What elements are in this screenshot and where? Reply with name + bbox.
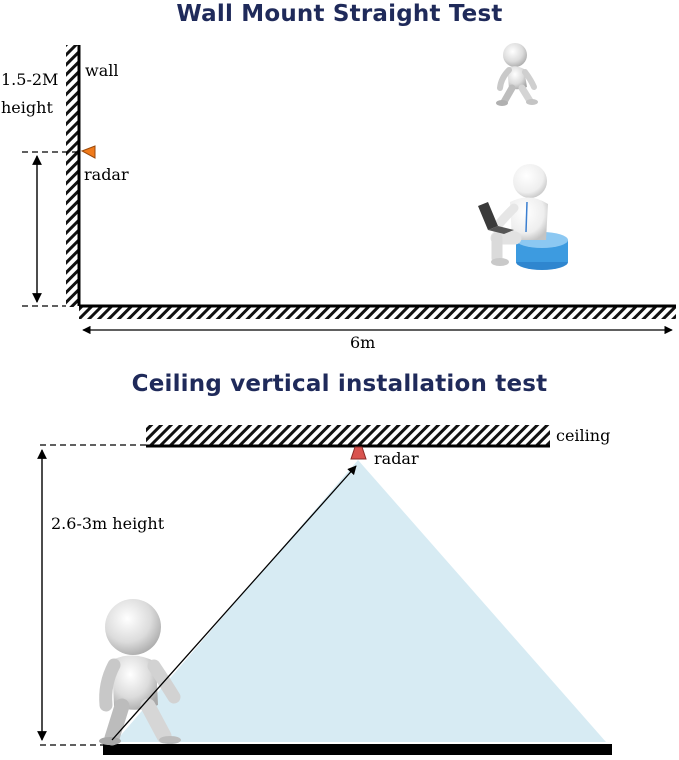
seated-person-icon: [478, 164, 568, 270]
radar-label-top: radar: [84, 165, 129, 184]
title-wall-mount: Wall Mount Straight Test: [176, 1, 503, 27]
ceiling-label: ceiling: [556, 426, 611, 445]
height-label-top-line2: height: [1, 98, 53, 117]
title-ceiling-install: Ceiling vertical installation test: [131, 371, 548, 397]
distance-label: 6m: [350, 333, 376, 352]
detection-ray: [111, 465, 357, 741]
ceiling: [146, 425, 550, 446]
radar-icon: [80, 145, 96, 159]
height-label-bottom: 2.6-3m height: [51, 514, 165, 533]
radar-label-bottom: radar: [374, 449, 419, 468]
walking-person-icon: [496, 43, 538, 106]
height-label-top-line1: 1.5-2M: [1, 70, 59, 89]
walking-person-large-icon: [99, 599, 181, 746]
floor: [79, 306, 676, 319]
wall-label: wall: [85, 61, 119, 80]
radar-coverage-area: [115, 460, 606, 742]
ground: [103, 744, 612, 755]
radar-bottom-icon: [350, 446, 367, 460]
wall: [66, 45, 78, 307]
